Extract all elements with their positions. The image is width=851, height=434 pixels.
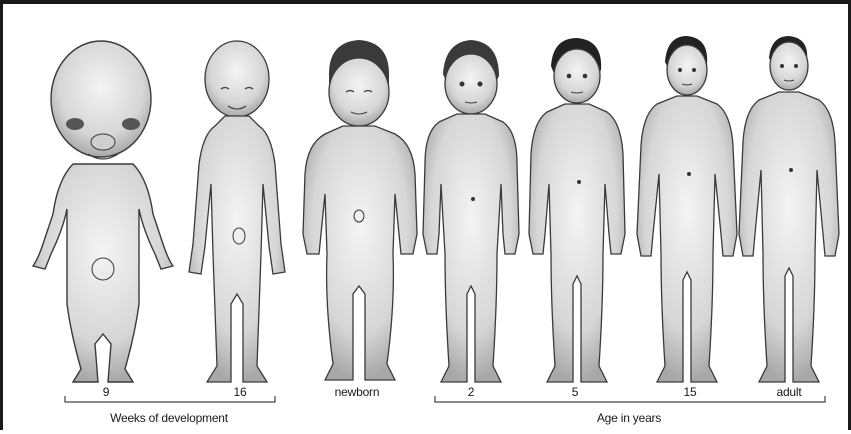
figure-newborn	[303, 40, 417, 380]
figure-adult	[739, 36, 839, 382]
years-bracket	[435, 396, 825, 402]
figure-16-weeks	[189, 41, 285, 382]
stage-label-16-weeks: 16	[234, 385, 247, 399]
figure-15-years	[637, 36, 737, 382]
stage-label-newborn: newborn	[335, 385, 380, 399]
group-label-weeks: Weeks of development	[110, 411, 228, 425]
stage-label-5-years: 5	[572, 385, 578, 399]
stage-label-15-years: 15	[684, 385, 697, 399]
figure-2-years	[423, 40, 519, 382]
figure-9-weeks	[33, 41, 173, 382]
group-label-years: Age in years	[597, 411, 661, 425]
stage-label-2-years: 2	[468, 385, 474, 399]
stage-label-9-weeks: 9	[103, 385, 109, 399]
figure-5-years	[529, 38, 625, 382]
stage-label-adult: adult	[776, 385, 801, 399]
body-proportions-illustration	[3, 4, 851, 434]
